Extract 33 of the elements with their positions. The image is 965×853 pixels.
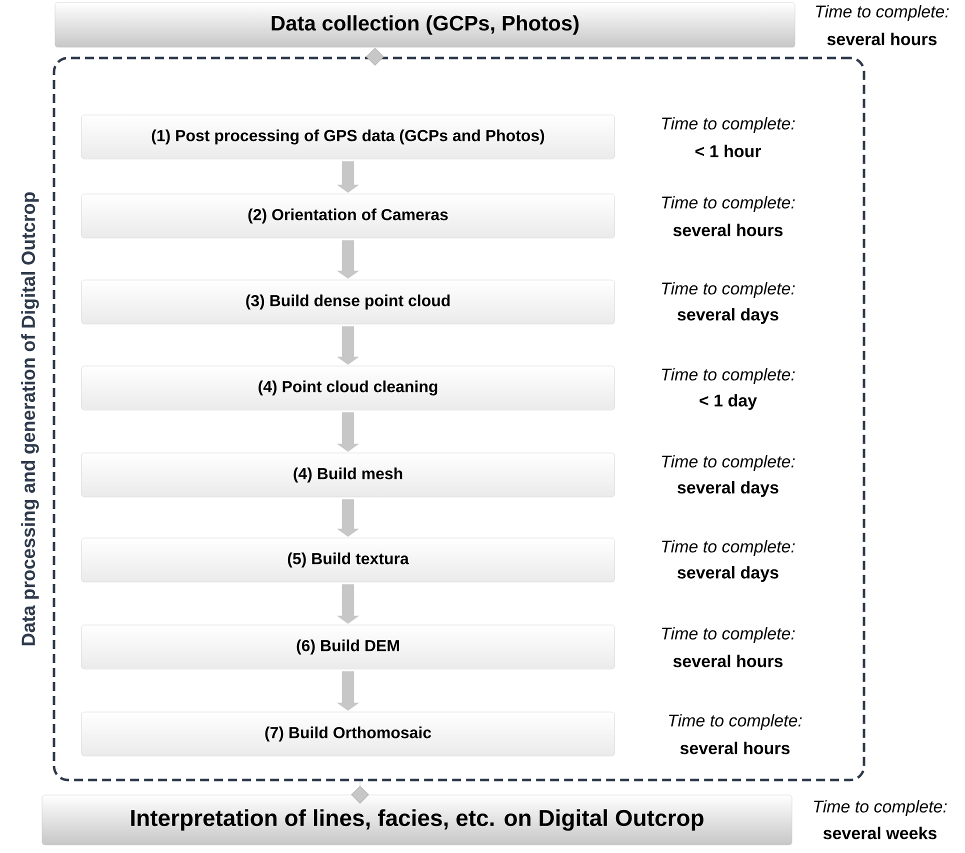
process-box: Data collection (GCPs, Photos) <box>54 2 796 48</box>
process-box: (4) Point cloud cleaning <box>81 366 615 410</box>
time-note: Time to complete: <box>814 800 947 816</box>
time-note: several hours <box>680 742 790 754</box>
process-box: (4) Build mesh <box>81 452 615 498</box>
process-box: (3) Build dense point cloud <box>81 280 615 324</box>
time-note: Time to complete: <box>662 368 795 384</box>
time-note: < 1 hour <box>695 144 762 158</box>
process-box: (7) Build Orthomosaic <box>81 712 615 756</box>
time-note: Time to complete: <box>816 5 949 21</box>
time-note: Time to complete: <box>669 714 802 730</box>
time-note: several hours <box>673 654 783 668</box>
process-box: (6) Build DEM <box>81 624 615 670</box>
diamond-connector <box>366 47 384 66</box>
time-note: Time to complete: <box>662 196 795 212</box>
time-note: several days <box>678 481 778 497</box>
time-note: several days <box>678 566 778 582</box>
time-note: several hours <box>827 32 937 46</box>
time-note: several days <box>678 308 778 324</box>
time-note: several hours <box>673 224 783 236</box>
process-box: (5) Build textura <box>81 538 615 582</box>
time-note: Time to complete: <box>662 455 795 471</box>
diamond-connector <box>351 780 369 804</box>
time-note: several weeks <box>823 826 936 840</box>
process-box: (2) Orientation of Cameras <box>81 194 615 238</box>
time-note: Time to complete: <box>662 282 795 298</box>
time-note: Time to complete: <box>662 627 795 643</box>
time-note: < 1 day <box>700 394 757 410</box>
time-note: Time to complete: <box>662 540 795 556</box>
time-note: Time to complete: <box>662 117 795 133</box>
group-label: Data processing and generation of Digital Outcrop <box>21 192 39 646</box>
process-box: Interpretation of lines, facies, etc. on Digital Outcrop <box>42 794 792 846</box>
process-box: (1) Post processing of GPS data (GCPs and Photos) <box>81 114 615 160</box>
